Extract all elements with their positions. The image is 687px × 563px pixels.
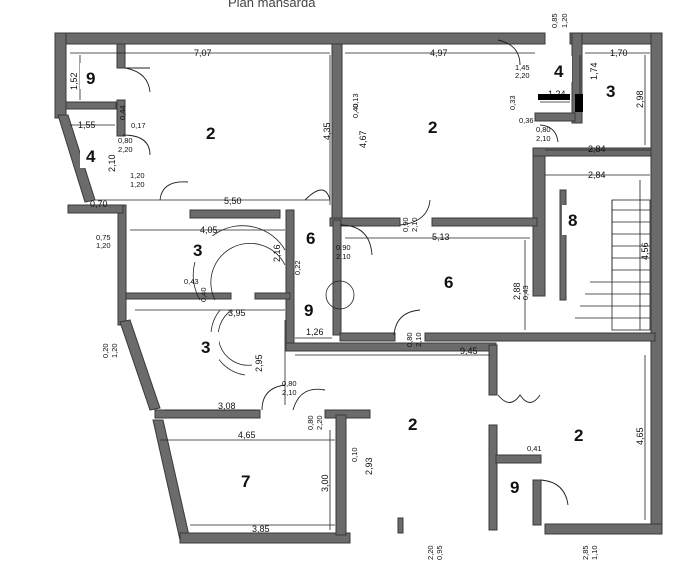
door-label: 0,36 xyxy=(519,116,534,125)
door-label: 2,20 xyxy=(315,415,324,430)
door-label: 0,20 xyxy=(101,343,110,358)
door-label: 0,10 xyxy=(350,447,359,462)
room-tags xyxy=(80,56,624,500)
dim-label: 1,55 xyxy=(78,120,96,130)
dim-label: 5,13 xyxy=(432,232,450,242)
door-swings xyxy=(122,39,569,506)
dim-label: 0,70 xyxy=(90,199,108,209)
door-label: 0,22 xyxy=(293,260,302,275)
door-label: 0,85 xyxy=(550,13,559,28)
door-label: 0,13 xyxy=(351,93,360,108)
chimney-marker xyxy=(575,94,583,112)
dim-label: 1,26 xyxy=(306,327,324,337)
door-label: 2,10 xyxy=(336,252,351,261)
dim-label: 2,84 xyxy=(588,144,606,154)
room-number: 9 xyxy=(304,301,313,320)
room-number: 3 xyxy=(606,82,615,101)
door-label: 1,20 xyxy=(130,171,145,180)
door-label: 2,85 xyxy=(581,545,590,560)
dimension-lines xyxy=(70,52,650,530)
door-label: 2,10 xyxy=(282,388,297,397)
dim-label: 7,07 xyxy=(194,48,212,58)
room-number: 3 xyxy=(193,241,202,260)
vdim-label: 4,56 xyxy=(640,242,650,260)
vdim-label: 2,98 xyxy=(635,90,645,108)
vdim-label: 4,35 xyxy=(322,122,332,140)
door-label: 0,44 xyxy=(118,105,127,120)
dim-label: 3,08 xyxy=(218,401,236,411)
room-number: 2 xyxy=(428,118,437,137)
dim-label: 4,97 xyxy=(430,48,448,58)
vdim-label: 3,00 xyxy=(320,474,330,492)
staircase xyxy=(575,199,651,331)
room-number: 7 xyxy=(241,472,250,491)
exterior-walls xyxy=(54,32,663,544)
dim-label: 4,65 xyxy=(238,430,256,440)
door-annotations: 0,85 1,20 1,45 2,20 0,80 2,10 0,80 2,20 … xyxy=(96,13,599,560)
dim-label: 9,45 xyxy=(460,346,478,356)
dim-label: 2,84 xyxy=(588,170,606,180)
door-label: 0,80 xyxy=(536,125,551,134)
room-number: 6 xyxy=(306,229,315,248)
plan-title: Plan mansarda xyxy=(228,0,316,10)
door-label: 0,80 xyxy=(405,332,414,347)
dim-label: 3,85 xyxy=(252,524,270,534)
door-label: 2,20 xyxy=(515,71,530,80)
door-label: 1,20 xyxy=(560,13,569,28)
door-label: 2,10 xyxy=(536,134,551,143)
dim-label: 1,70 xyxy=(610,48,628,58)
room-number: 4 xyxy=(554,62,564,81)
room-number: 9 xyxy=(86,69,95,88)
door-label: 0,80 xyxy=(282,379,297,388)
door-label: 1,20 xyxy=(110,343,119,358)
door-label: 0,90 xyxy=(401,217,410,232)
door-label: 0,17 xyxy=(131,121,146,130)
door-label: 0,40 xyxy=(351,103,360,118)
door-label: 0,43 xyxy=(521,285,530,300)
room-number: 2 xyxy=(206,124,215,143)
door-label: 0,43 xyxy=(184,277,199,286)
door-label: 0,95 xyxy=(435,545,444,560)
room-numbers: 9 2 2 4 3 4 3 6 6 8 9 3 2 2 7 9 xyxy=(86,62,615,497)
interior-walls xyxy=(65,32,656,536)
door-label: 0,80 xyxy=(118,136,133,145)
vdim-label: 2,88 xyxy=(512,282,522,300)
door-label: 0,90 xyxy=(336,243,351,252)
door-label: 1,10 xyxy=(590,545,599,560)
door-label: 0,75 xyxy=(96,233,111,242)
room-number: 3 xyxy=(201,338,210,357)
dim-label: 3,95 xyxy=(228,308,246,318)
room-number: 6 xyxy=(444,273,453,292)
dim-label: 4,05 xyxy=(200,225,218,235)
door-label: 2,20 xyxy=(426,545,435,560)
room-number: 2 xyxy=(574,426,583,445)
door-label: 2,20 xyxy=(118,145,133,154)
door-label: 0,33 xyxy=(508,95,517,110)
vdim-label: 2,95 xyxy=(254,354,264,372)
vdim-label: 2,10 xyxy=(107,154,117,172)
door-label: 2,10 xyxy=(410,217,419,232)
door-label: 0,41 xyxy=(527,444,542,453)
vdim-label: 4,65 xyxy=(635,427,645,445)
door-label: 1,45 xyxy=(515,63,530,72)
door-label: 0,40 xyxy=(199,287,208,302)
door-label: 2,10 xyxy=(414,332,423,347)
dim-label: 5,50 xyxy=(224,196,242,206)
door-label: 0,80 xyxy=(306,415,315,430)
chimney-marker xyxy=(538,94,570,100)
room-number: 2 xyxy=(408,415,417,434)
door-label: 1,20 xyxy=(96,241,111,250)
room-number: 9 xyxy=(510,478,519,497)
vertical-dimension-labels: 1,52 4,35 4,67 1,74 2,98 2,10 2,88 4,56 … xyxy=(69,62,650,492)
vdim-label: 1,52 xyxy=(69,72,79,90)
vdim-label: 2,16 xyxy=(272,244,282,262)
room-number: 4 xyxy=(86,147,96,166)
vdim-label: 1,74 xyxy=(589,62,599,80)
vdim-label: 2,93 xyxy=(364,457,374,475)
room-number: 8 xyxy=(568,211,577,230)
door-label: 1,20 xyxy=(130,180,145,189)
vdim-label: 4,67 xyxy=(358,130,368,148)
dimension-labels: 7,07 4,97 1,70 1,55 5,50 4,05 5,13 2,84 … xyxy=(78,48,628,534)
